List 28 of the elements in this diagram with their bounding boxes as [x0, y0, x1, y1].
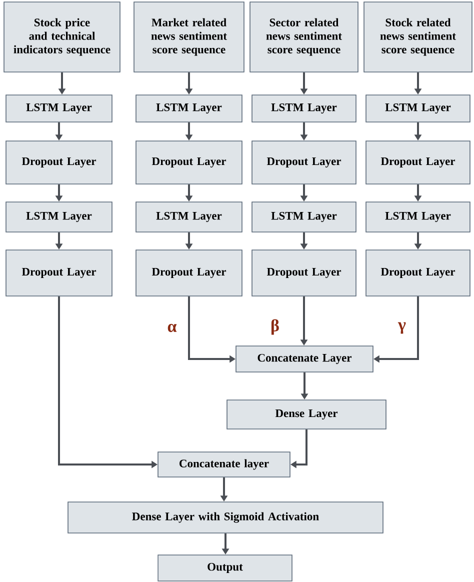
layer-box: LSTM Layer — [136, 94, 242, 122]
layer-box: LSTM Layer — [366, 202, 470, 232]
layer-box: Sector related news sentiment score sequence — [250, 2, 358, 72]
layer-box: Output — [158, 554, 292, 582]
edge-label: α — [166, 322, 178, 334]
layer-box: Dense Layer with Sigmoid Activation — [68, 502, 384, 534]
layer-box: LSTM Layer — [136, 202, 242, 232]
layer-box: LSTM Layer — [6, 202, 112, 232]
layer-box: Stock related news sentiment score sequence — [364, 2, 472, 72]
layer-box: Dropout Layer — [366, 250, 470, 296]
layer-box: Dropout Layer — [366, 140, 470, 184]
layer-box: Stock price and technical indicators sequence — [4, 2, 120, 72]
layer-box: LSTM Layer — [366, 94, 470, 122]
layer-box: Concatenate Layer — [236, 346, 374, 372]
edge-label: γ — [397, 321, 407, 335]
layer-box: Market related news sentiment score sequence — [134, 2, 244, 72]
layer-box: Dense Layer — [226, 400, 386, 430]
layer-box: Concatenate layer — [158, 452, 290, 478]
layer-box: LSTM Layer — [252, 202, 356, 232]
layer-box: Dropout Layer — [252, 250, 356, 296]
layer-box: LSTM Layer — [6, 94, 112, 122]
layer-box: Dropout Layer — [6, 140, 112, 184]
layer-box: Dropout Layer — [252, 140, 356, 184]
layer-box: LSTM Layer — [252, 94, 356, 122]
layer-box: Dropout Layer — [136, 140, 242, 184]
layer-box: Dropout Layer — [6, 250, 112, 296]
edge-label: β — [270, 318, 280, 336]
layer-box: Dropout Layer — [136, 250, 242, 296]
